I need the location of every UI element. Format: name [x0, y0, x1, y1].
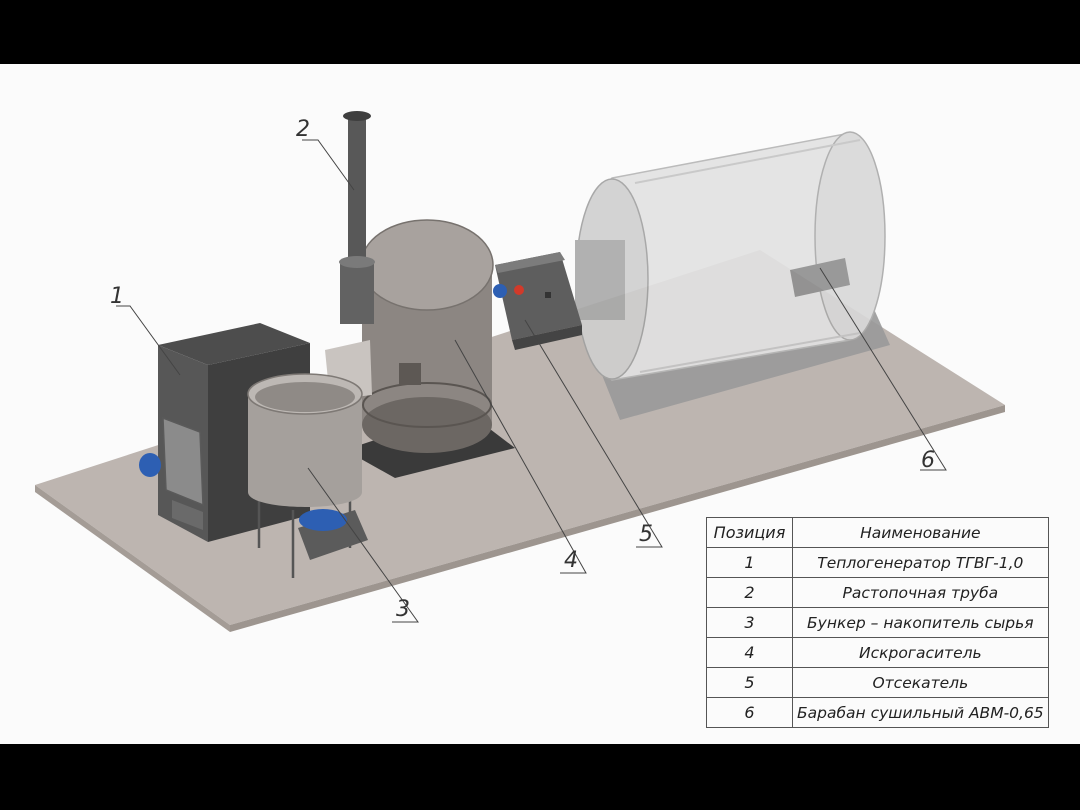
callout-3: 3 [396, 597, 410, 622]
legend-row-position: 6 [706, 697, 793, 728]
legend-row-name: Искрогаситель [792, 637, 1049, 668]
diagram-canvas: 1 2 3 4 5 6 Позиция Наименование 1 Тепло… [0, 64, 1080, 744]
callout-5: 5 [639, 522, 653, 547]
legend-row-position: 2 [706, 577, 793, 608]
legend-row: 2 Растопочная труба [706, 577, 1049, 608]
legend-row-name: Барабан сушильный АВМ-0,65 [792, 697, 1049, 728]
legend-row-name: Растопочная труба [792, 577, 1049, 608]
equipment-illustration [35, 111, 1005, 632]
legend-row: 4 Искрогаситель [706, 637, 1049, 668]
legend-row-position: 3 [706, 607, 793, 638]
legend-table: Позиция Наименование 1 Теплогенератор ТГ… [706, 517, 1049, 728]
dryer-drum [575, 131, 890, 420]
legend-header-position: Позиция [706, 517, 793, 548]
legend-row: 6 Барабан сушильный АВМ-0,65 [706, 697, 1049, 728]
callout-1: 1 [110, 284, 124, 309]
callout-4: 4 [564, 548, 578, 573]
legend-header-name: Наименование [792, 517, 1049, 548]
legend-row: 1 Теплогенератор ТГВГ-1,0 [706, 547, 1049, 578]
legend-row-name: Теплогенератор ТГВГ-1,0 [792, 547, 1049, 578]
legend-row-name: Отсекатель [792, 667, 1049, 698]
legend-row: 3 Бункер – накопитель сырья [706, 607, 1049, 638]
chimney [339, 111, 375, 324]
callout-2: 2 [296, 117, 310, 142]
separator-duct [493, 252, 582, 350]
legend-row-position: 1 [706, 547, 793, 578]
legend-header-row: Позиция Наименование [706, 517, 1049, 548]
callout-6: 6 [921, 448, 935, 473]
legend-row-name: Бункер – накопитель сырья [792, 607, 1049, 638]
leader-lines [116, 139, 947, 623]
legend-row-position: 5 [706, 667, 793, 698]
material-hopper [247, 373, 368, 578]
legend-row-position: 4 [706, 637, 793, 668]
legend-row: 5 Отсекатель [706, 667, 1049, 698]
